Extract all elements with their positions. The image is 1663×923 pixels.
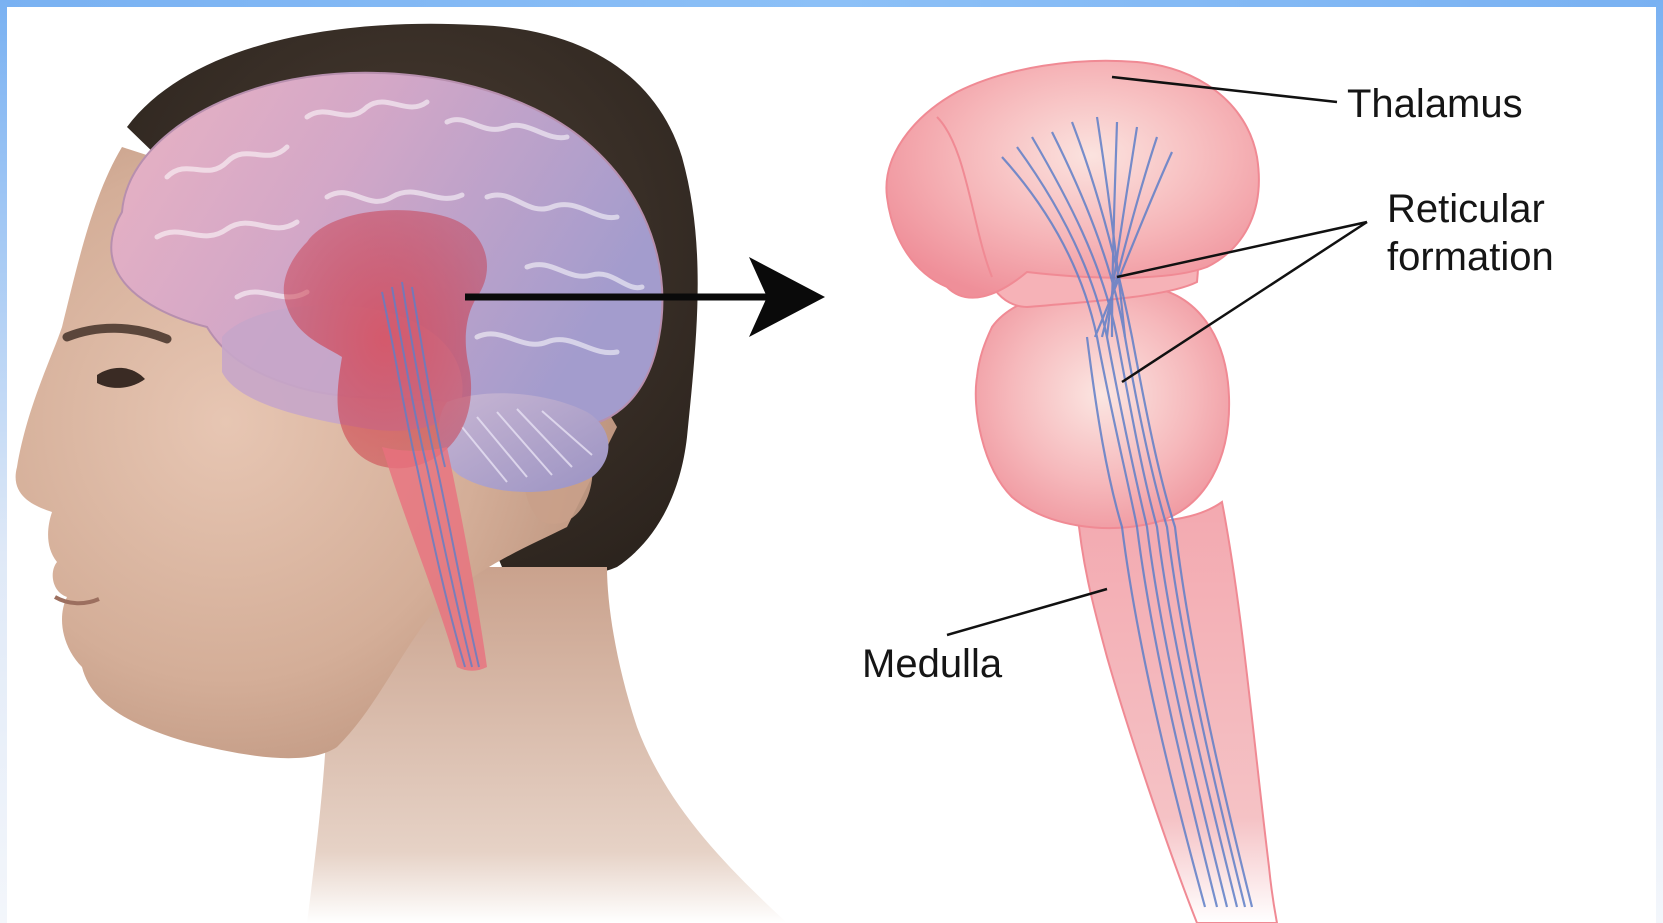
medulla-shape: [1077, 502, 1277, 923]
label-medulla: Medulla: [862, 642, 1003, 686]
frame-right: [1656, 0, 1663, 923]
head-illustration: [16, 24, 787, 923]
brain-diagram: Thalamus Reticular formation Medulla: [7, 7, 1656, 923]
label-reticular-line2: formation: [1387, 235, 1554, 279]
frame-left: [0, 0, 7, 923]
medulla-leader: [947, 589, 1107, 635]
frame-top: [0, 0, 1663, 7]
label-reticular-line1: Reticular: [1387, 187, 1545, 231]
brainstem-illustration: Thalamus Reticular formation Medulla: [862, 61, 1554, 923]
diagram-canvas: Thalamus Reticular formation Medulla: [7, 7, 1656, 923]
label-thalamus: Thalamus: [1347, 82, 1523, 126]
